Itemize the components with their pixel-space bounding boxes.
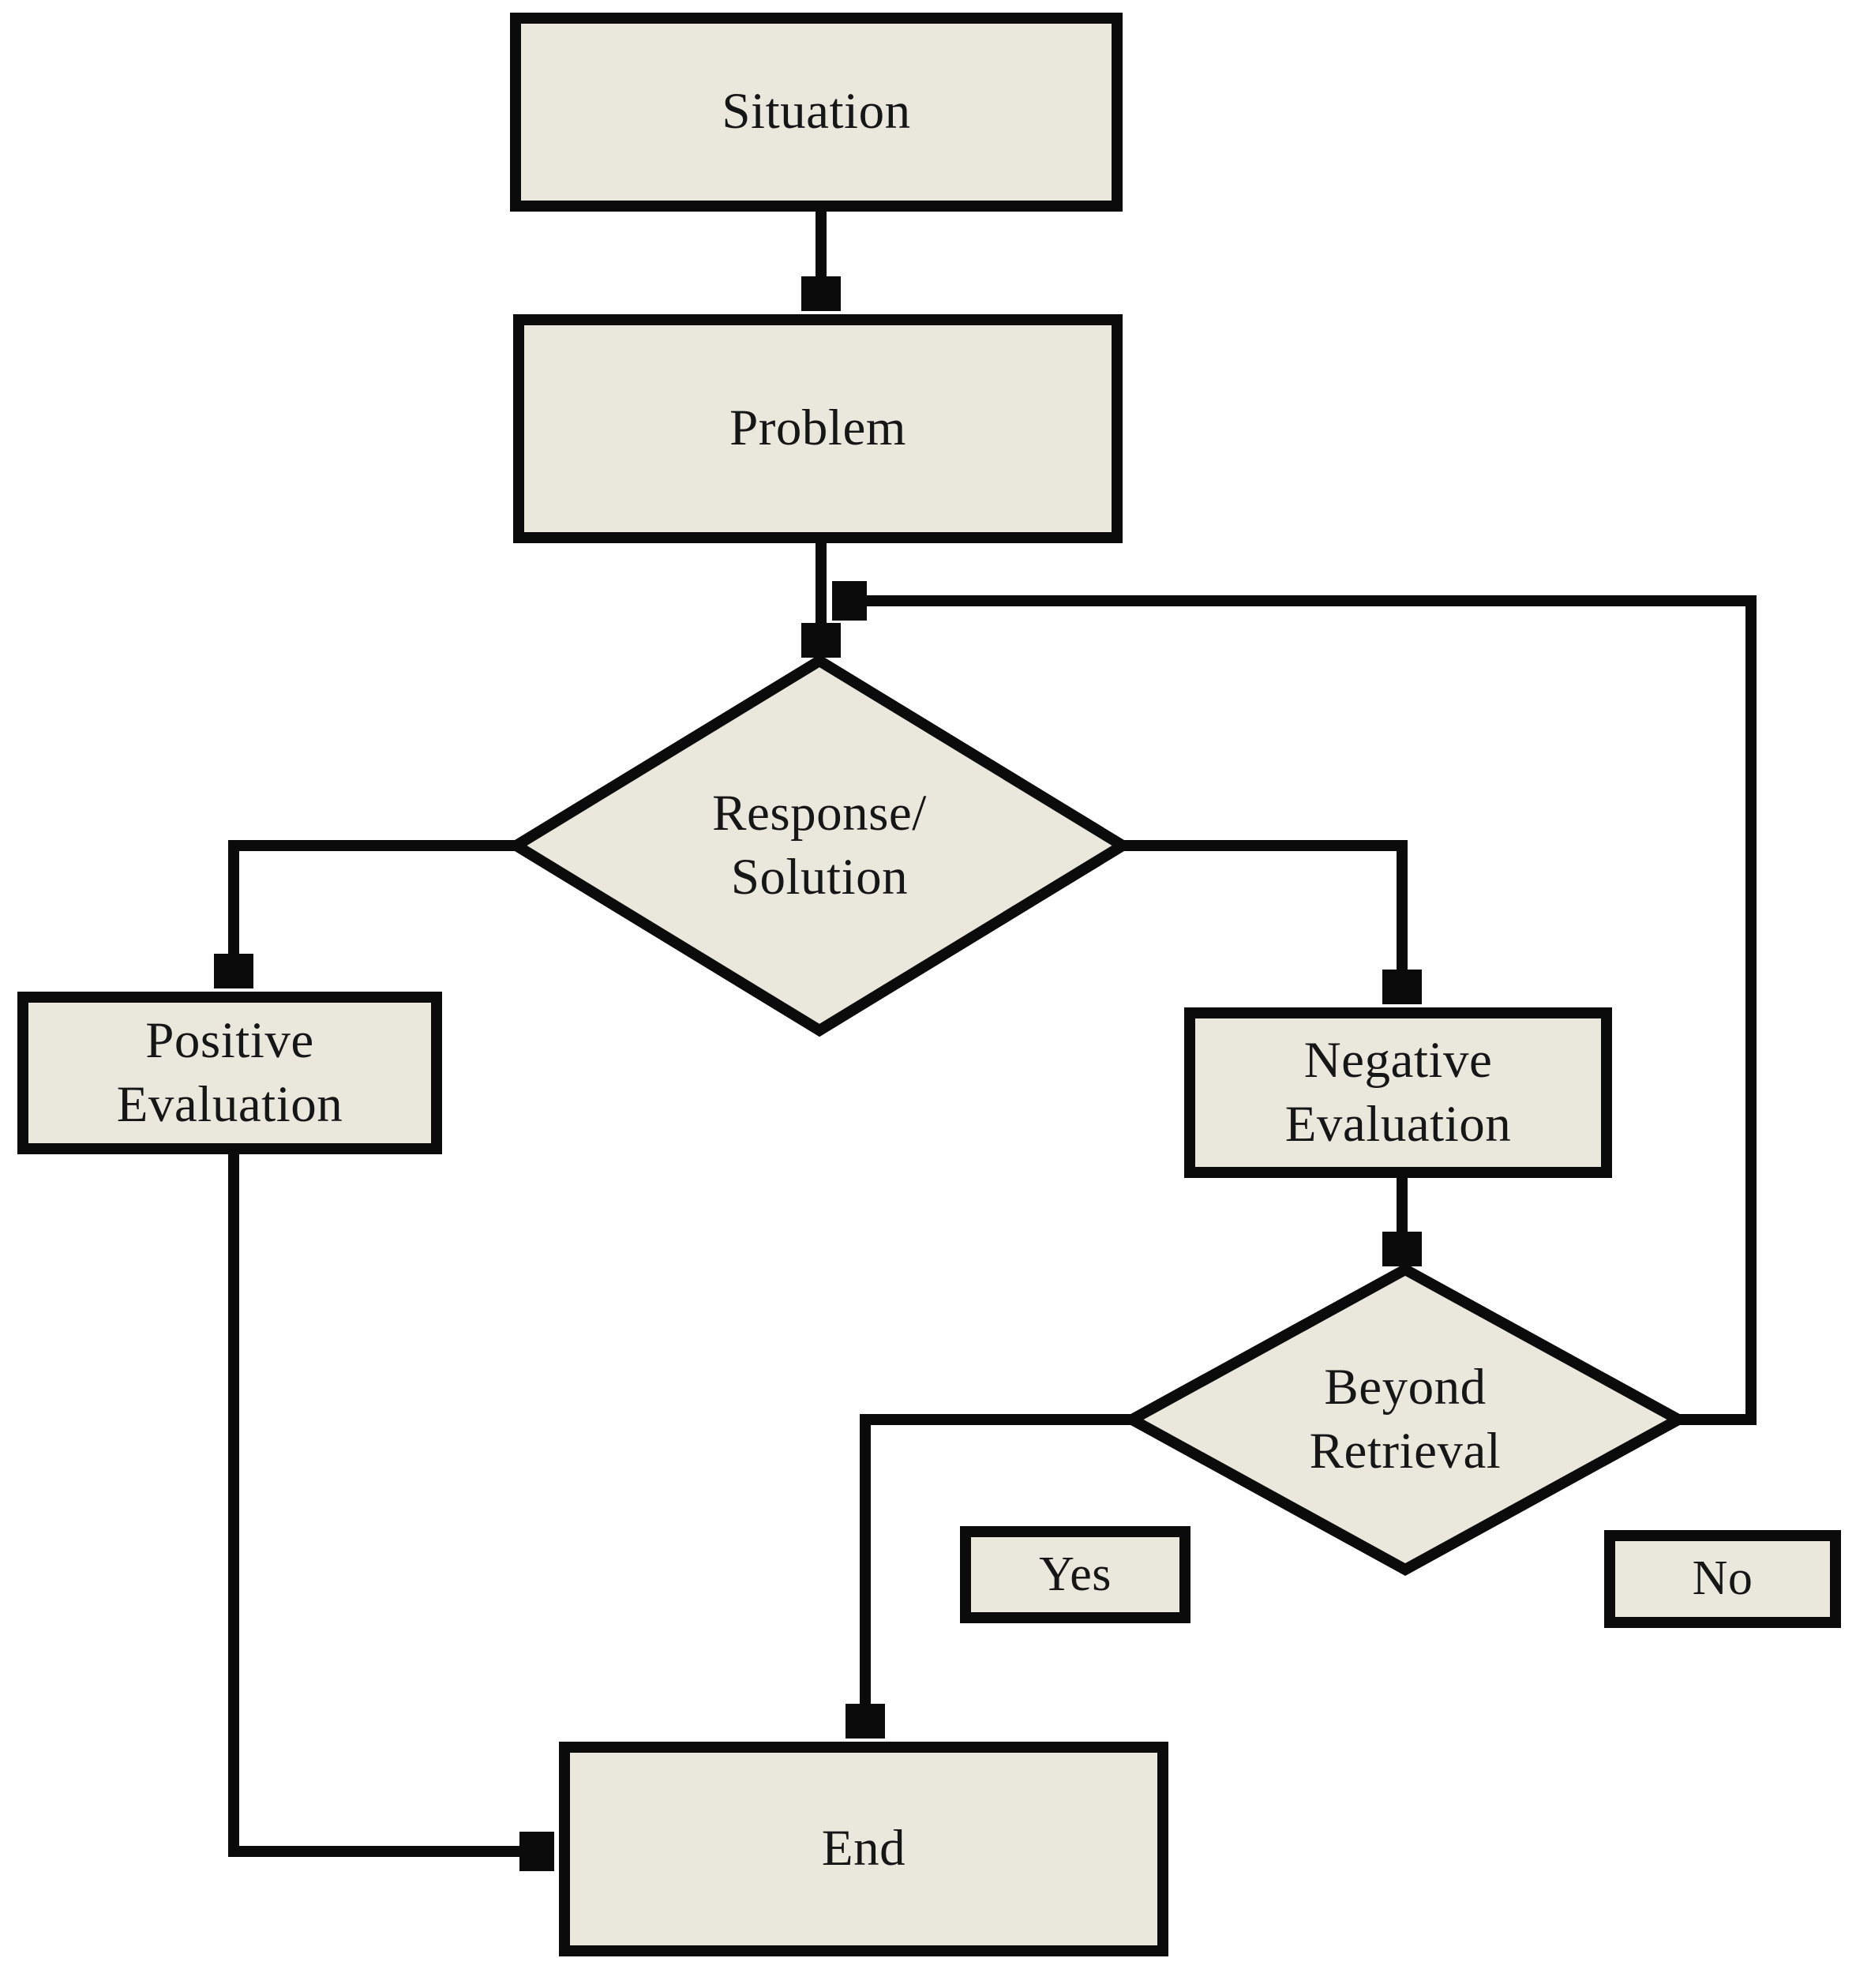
edge-response-solution-positive-evaluation xyxy=(234,840,516,988)
node-yes-label: Yes xyxy=(960,1526,1190,1623)
node-positive-evaluation-label: Positive Evaluation xyxy=(116,1011,343,1133)
diamond-shape xyxy=(505,654,1134,1037)
node-response-solution-label: Response/ Solution xyxy=(712,784,927,906)
node-negative-evaluation: Negative Evaluation xyxy=(1184,1007,1612,1178)
yes-branch-label: Yes xyxy=(1039,1547,1112,1601)
node-problem-label: Problem xyxy=(729,399,906,457)
node-end: End xyxy=(559,1742,1168,1956)
node-no-label: No xyxy=(1604,1530,1841,1628)
node-response-solution: Response/ Solution xyxy=(505,654,1134,1037)
node-end-label: End xyxy=(821,1820,906,1877)
diamond-shape xyxy=(1120,1263,1690,1576)
no-branch-label: No xyxy=(1692,1551,1753,1606)
node-situation-label: Situation xyxy=(722,83,911,141)
node-problem: Problem xyxy=(513,314,1123,543)
node-beyond-retrieval: Beyond Retrieval xyxy=(1120,1263,1690,1576)
node-situation: Situation xyxy=(510,13,1123,212)
node-negative-evaluation-label: Negative Evaluation xyxy=(1284,1031,1512,1153)
node-positive-evaluation: Positive Evaluation xyxy=(17,992,442,1154)
node-beyond-retrieval-label: Beyond Retrieval xyxy=(1309,1358,1502,1480)
edge-positive-evaluation-end xyxy=(228,1154,554,1851)
edge-response-solution-negative-evaluation xyxy=(1123,840,1402,1004)
edge-beyond-retrieval-yes-end xyxy=(865,1414,1132,1739)
edge-beyond-retrieval-no-feedback xyxy=(832,601,1757,1425)
